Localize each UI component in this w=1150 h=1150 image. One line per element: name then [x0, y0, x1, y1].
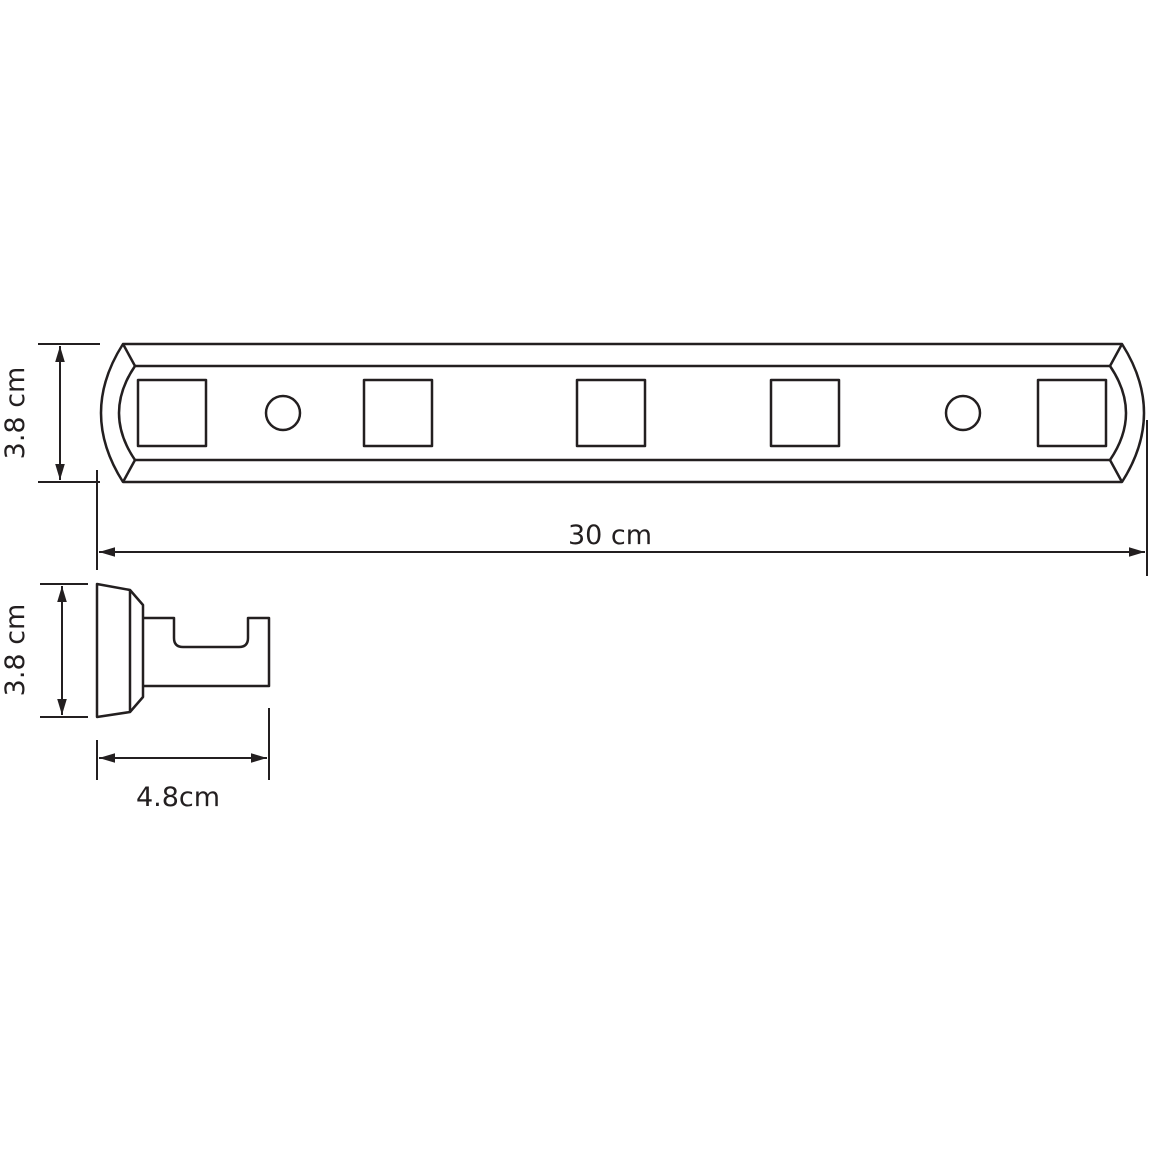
- square-opening: [769, 378, 841, 448]
- depth-label: 4.8cm: [136, 782, 220, 813]
- square-opening: [1036, 378, 1108, 448]
- square-opening: [575, 378, 647, 448]
- hook-base-plate: [95, 582, 145, 719]
- bevel-corner: [1108, 343, 1124, 367]
- mounting-hole: [944, 394, 982, 432]
- width-label: 30 cm: [568, 520, 652, 551]
- side-height-dimension: 3.8 cm: [0, 583, 88, 718]
- hook-arm: [143, 616, 271, 688]
- front-height-label: 3.8 cm: [0, 367, 31, 460]
- bevel-corner: [121, 343, 137, 367]
- mounting-hole: [264, 394, 302, 432]
- side-height-label: 3.8 cm: [0, 604, 31, 697]
- rail-front-view: [99, 342, 1146, 484]
- width-dimension: 30 cm: [96, 420, 1148, 576]
- square-opening: [136, 378, 208, 448]
- square-opening: [362, 378, 434, 448]
- hook-side-view: [95, 582, 271, 719]
- bevel-corner: [121, 459, 137, 483]
- rail-outline: [99, 342, 1146, 484]
- bevel-corner: [1108, 459, 1124, 483]
- front-height-dimension: 3.8 cm: [0, 343, 100, 483]
- depth-dimension: 4.8cm: [96, 708, 270, 813]
